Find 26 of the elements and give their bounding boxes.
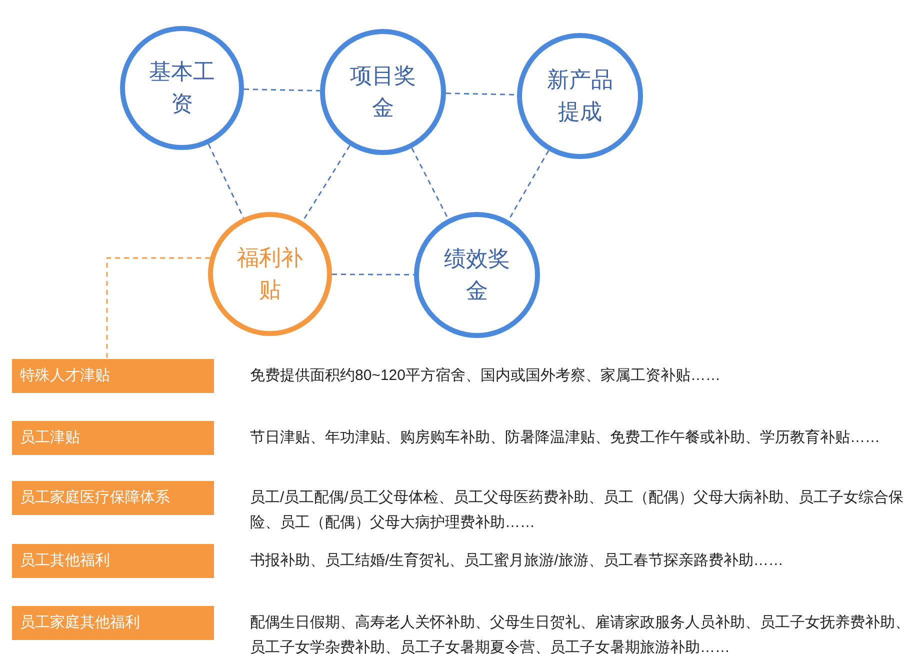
category-label: 基本工资: [148, 58, 216, 118]
category-label: 福利补贴: [236, 244, 304, 304]
benefit-title: 员工家庭医疗保障体系: [20, 488, 170, 508]
benefit-description: 配偶生日假期、高寿老人关怀补助、父母生日贺礼、雇请家政服务人员补助、员工子女抚养费补助、员工子女学杂费补助、员工子女暑期夏令营、员工子女暑期旅游补助……: [250, 613, 911, 654]
benefit-description: 书报补助、员工结婚/生育贺礼、员工蜜月旅游/旅游、员工春节探亲路费补助……: [250, 551, 784, 571]
benefit-description: 节日津贴、年功津贴、购房购车补助、防暑降温津贴、免费工作午餐或补助、学历教育补贴……: [250, 428, 881, 448]
benefit-title: 特殊人才津贴: [20, 366, 110, 386]
benefit-bar: [12, 359, 214, 393]
category-label: 项目奖金: [349, 62, 417, 122]
dashed-line: [332, 274, 414, 276]
benefit-title: 员工其他福利: [20, 551, 110, 571]
benefit-bar: [12, 544, 214, 578]
benefit-bar: [12, 606, 214, 640]
category-label: 绩效奖金: [443, 245, 511, 305]
dashed-line: [302, 145, 350, 222]
category-label: 新产品提成: [546, 66, 614, 126]
benefit-description: 免费提供面积约80~120平方宿舍、国内或国外考察、家属工资补贴……: [250, 366, 722, 386]
dashed-line: [106, 257, 210, 359]
dashed-line: [411, 148, 449, 220]
dashed-line: [244, 88, 320, 92]
benefit-bar: [12, 421, 214, 455]
benefit-title: 员工家庭其他福利: [20, 613, 140, 633]
dashed-line: [208, 144, 244, 218]
benefit-bar: [12, 481, 214, 515]
benefit-description: 员工/员工配偶/员工父母体检、员工父母医药费补助、员工（配偶）父母大病补助、员工子女综合保险、员工（配偶）父母大病护理费补助……: [250, 488, 904, 533]
benefit-title: 员工津贴: [20, 428, 80, 448]
